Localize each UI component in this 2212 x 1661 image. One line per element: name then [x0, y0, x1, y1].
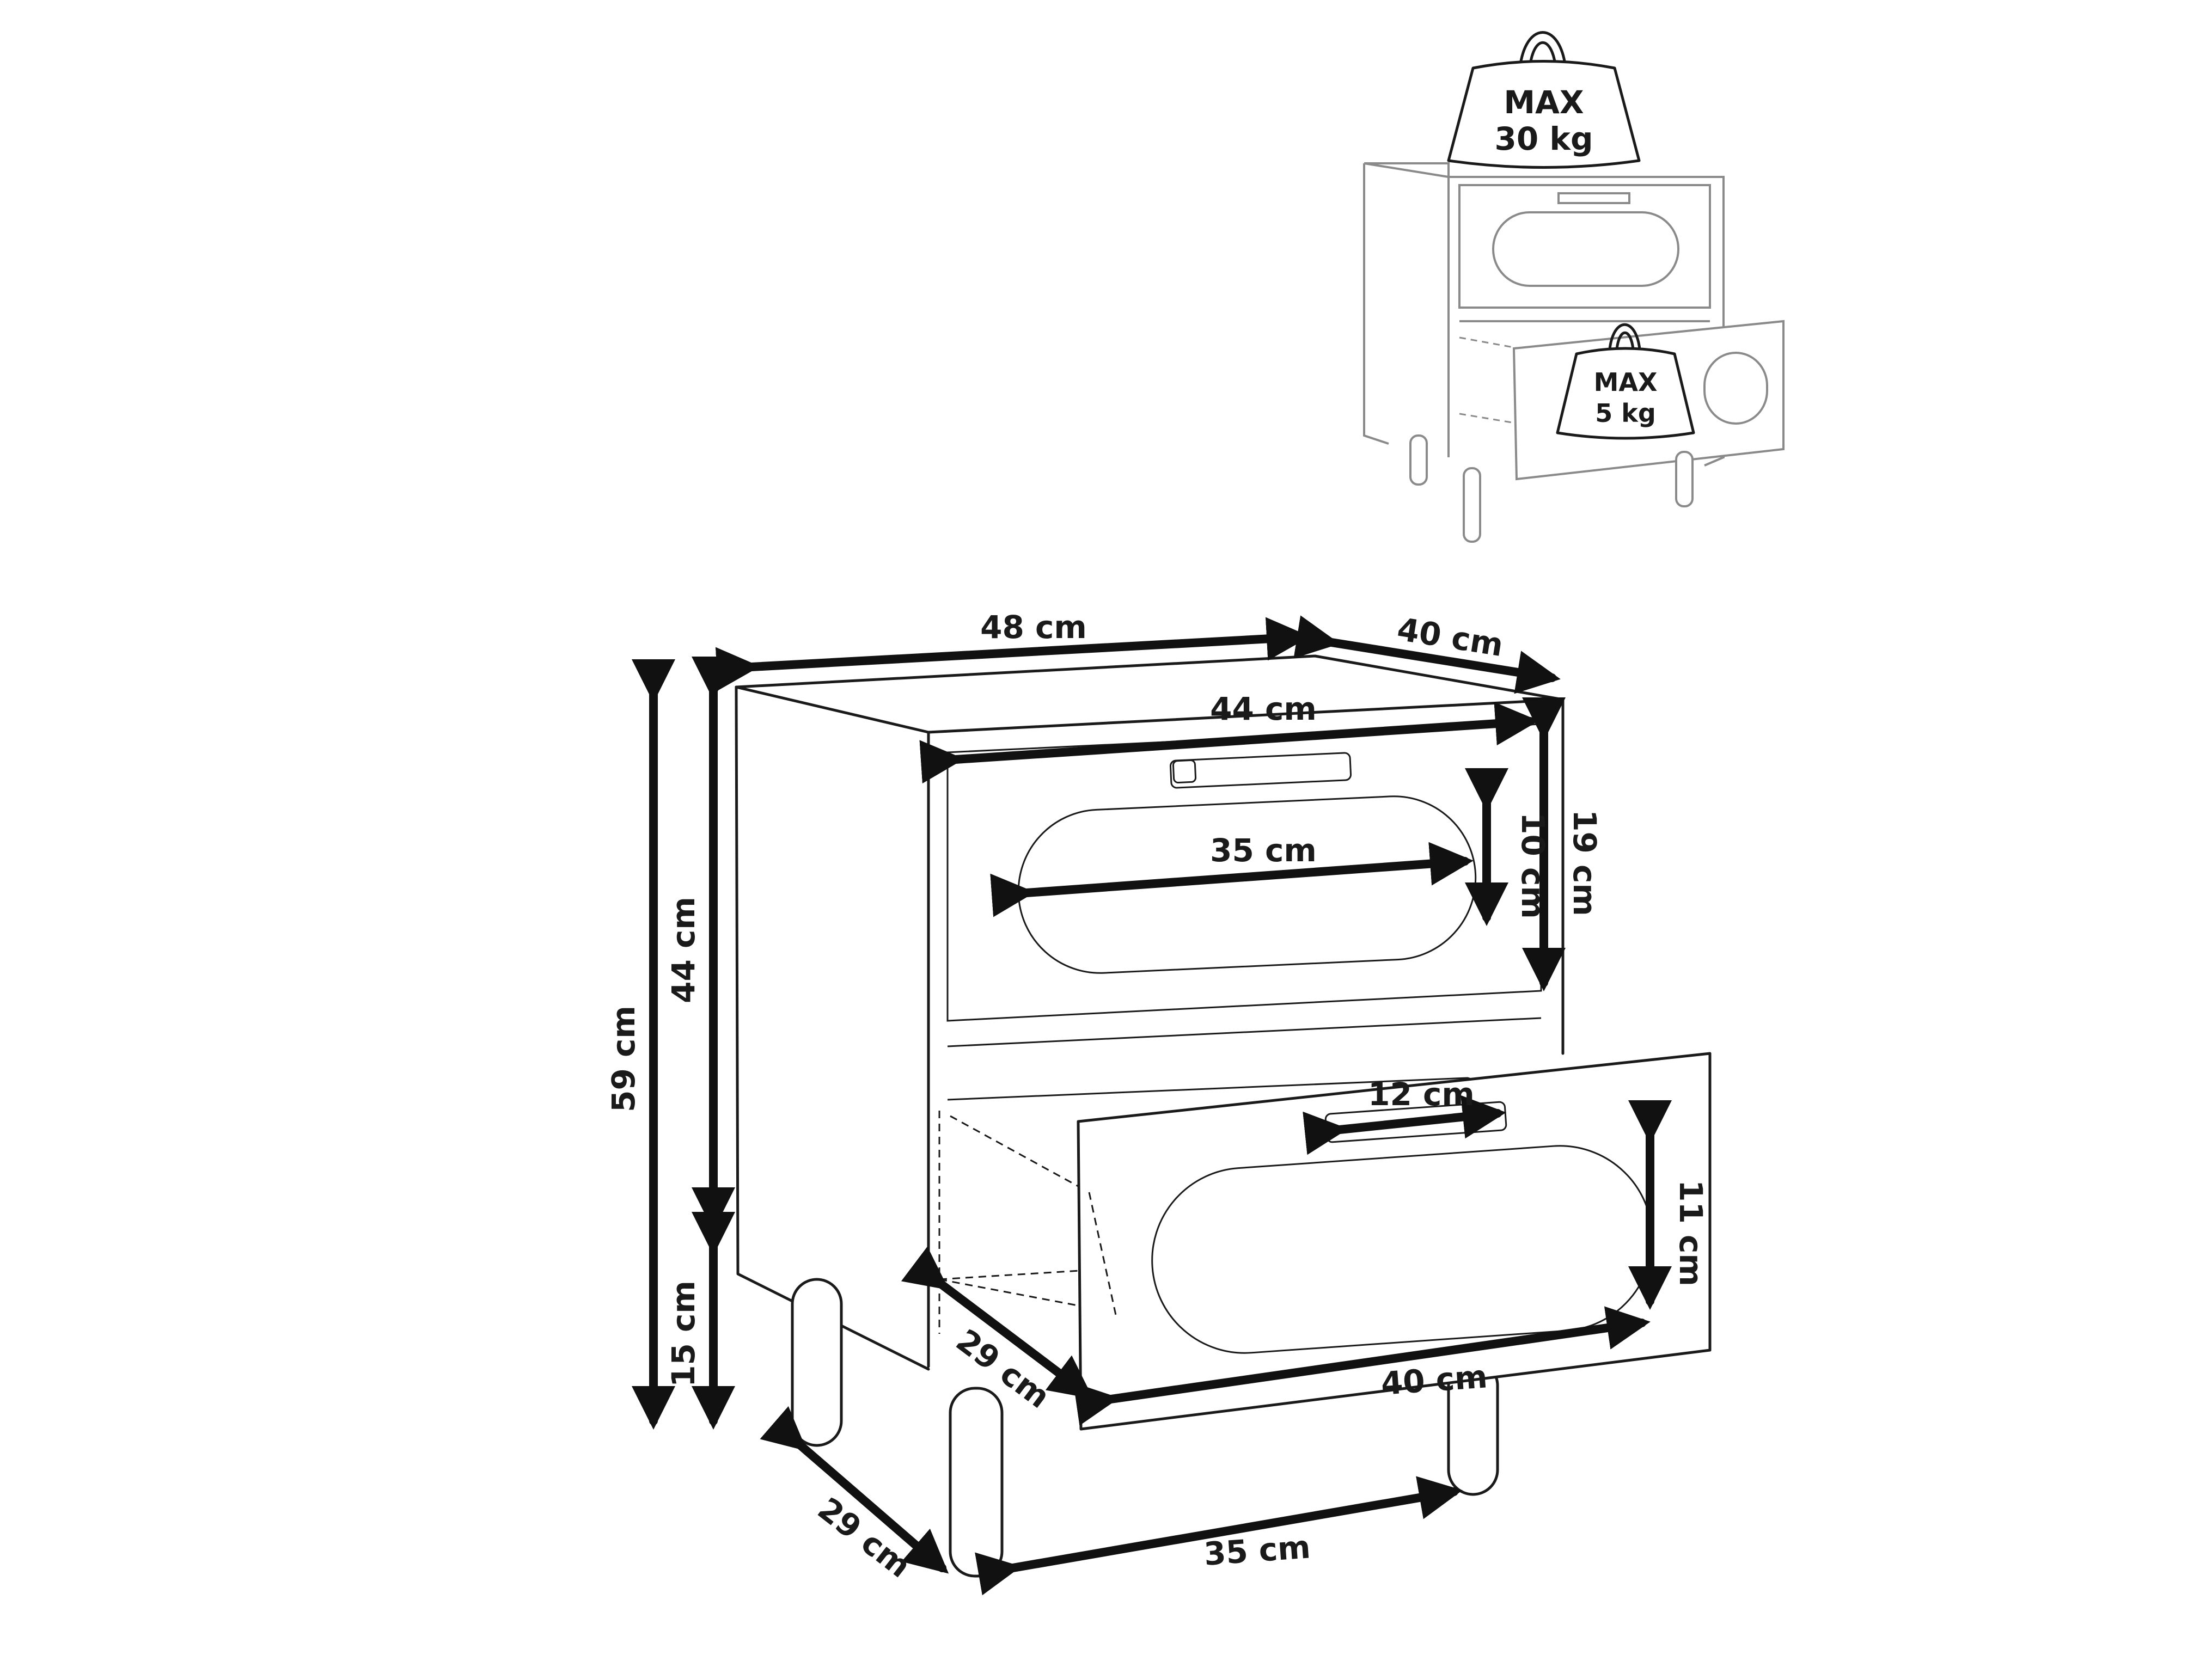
main-drawing: 48 cm 40 cm 44 cm 35 cm 10 cm 19 cm 59 c…: [605, 609, 1712, 1596]
drawer-inner-width-label: 40 cm: [1380, 1358, 1489, 1402]
total-height-label: 59 cm: [605, 1006, 642, 1112]
drawer-weight-label: 5 kg: [1595, 399, 1656, 428]
cabinet-body: [735, 654, 1712, 1578]
drawer-inner-height-label: 11 cm: [1672, 1180, 1709, 1286]
leg-width-spacing-label: 35 cm: [1203, 1528, 1312, 1572]
leg-height-label: 15 cm: [665, 1280, 702, 1387]
cutout-height-label: 10 cm: [1514, 812, 1551, 919]
drawer-front-width-label: 44 cm: [1210, 690, 1317, 727]
cutout-width-label: 35 cm: [1210, 832, 1317, 869]
drawer-max-label: MAX: [1594, 367, 1658, 397]
dimension-lines: [632, 615, 1672, 1596]
drawer-front-height-label: 19 cm: [1566, 810, 1603, 916]
handle-width-label: 12 cm: [1368, 1076, 1475, 1113]
weight-bag-icon: MAX 30 kg: [1447, 31, 1641, 169]
load-capacity-inset: MAX 30 kg MAX 5 kg: [1363, 31, 1785, 543]
top-weight-label: 30 kg: [1495, 120, 1593, 157]
total-width-label: 48 cm: [980, 609, 1087, 646]
inset-cabinet: [1363, 162, 1785, 543]
top-max-label: MAX: [1504, 84, 1584, 121]
drawer-weight-bag-icon: MAX 5 kg: [1556, 323, 1695, 440]
body-height-label: 44 cm: [665, 897, 702, 1003]
